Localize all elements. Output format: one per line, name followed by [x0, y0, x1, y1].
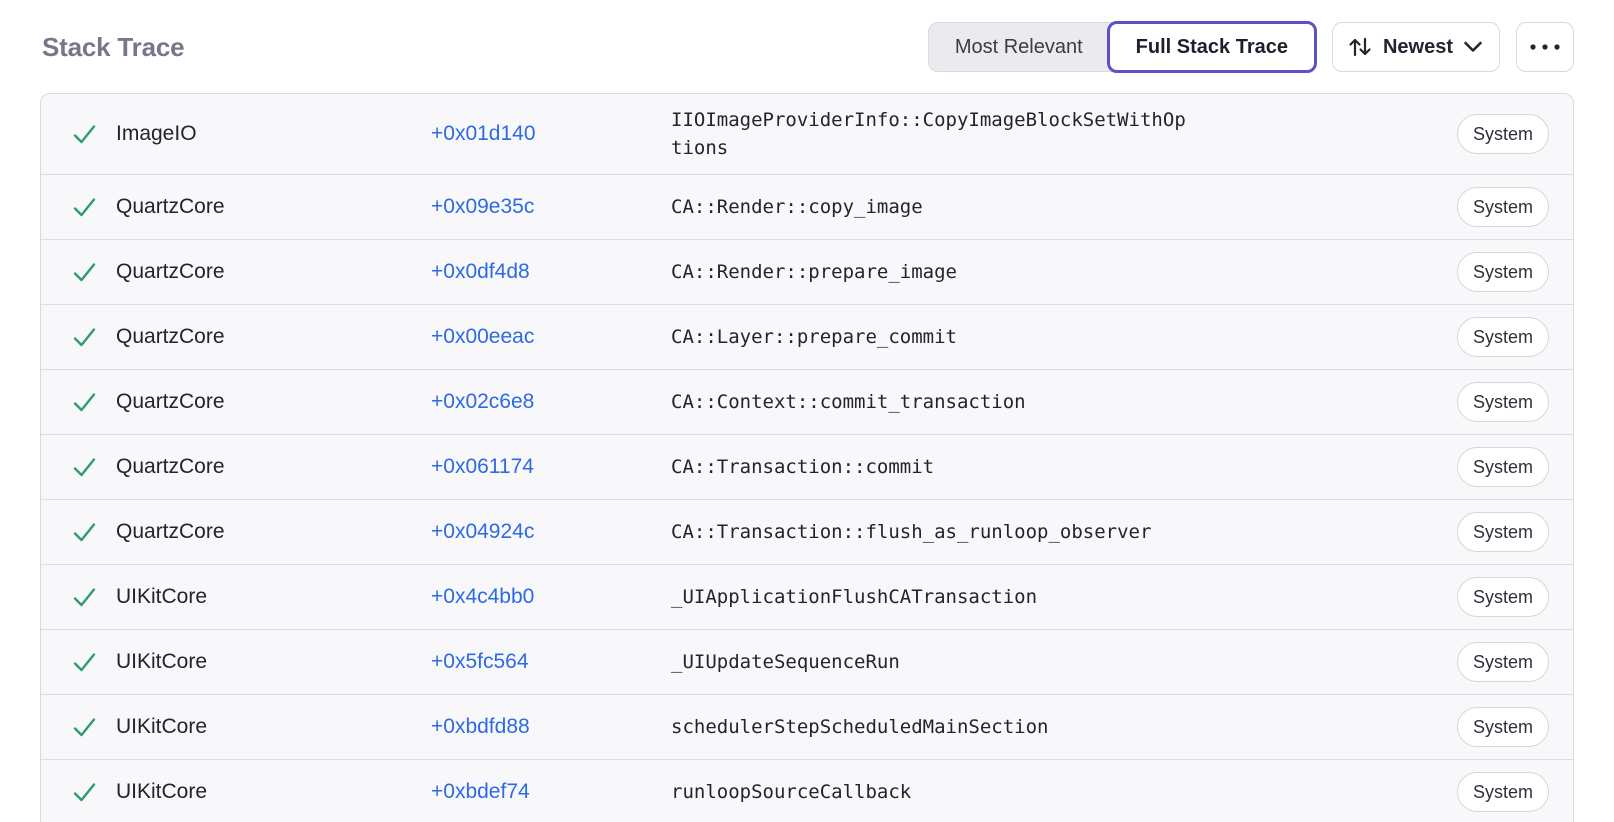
check-icon [71, 324, 98, 351]
frame-status-badge: System [1456, 642, 1549, 682]
check-icon [71, 714, 98, 741]
sort-arrows-icon [1347, 34, 1373, 60]
sort-button[interactable]: Newest [1331, 22, 1500, 72]
stack-frame-row[interactable]: QuartzCore +0x04924c CA::Transaction::fl… [41, 499, 1573, 564]
frame-status-badge: System [1456, 512, 1549, 552]
frame-function: _UIApplicationFlushCATransaction [671, 586, 1038, 608]
frame-status-badge: System [1456, 114, 1549, 154]
frame-module: UIKitCore [116, 585, 208, 608]
frame-status-badge: System [1456, 772, 1549, 812]
check-icon [71, 584, 98, 611]
frame-status-badge: System [1456, 447, 1549, 487]
check-icon [71, 259, 98, 286]
stack-frame-row[interactable]: QuartzCore +0x061174 CA::Transaction::co… [41, 434, 1573, 499]
check-icon [71, 519, 98, 546]
check-icon [71, 194, 98, 221]
frame-module: QuartzCore [116, 325, 225, 348]
stack-trace-table: ImageIO +0x01d140 IIOImageProviderInfo::… [40, 93, 1574, 822]
frame-offset-link[interactable]: +0x02c6e8 [431, 390, 535, 413]
stack-frame-row[interactable]: QuartzCore +0x02c6e8 CA::Context::commit… [41, 369, 1573, 434]
frame-function: CA::Layer::prepare_commit [671, 326, 957, 348]
stack-frame-row[interactable]: QuartzCore +0x0df4d8 CA::Render::prepare… [41, 239, 1573, 304]
frame-offset-link[interactable]: +0x01d140 [431, 122, 536, 145]
check-icon [71, 121, 98, 148]
frame-function: schedulerStepScheduledMainSection [671, 716, 1049, 738]
ellipsis-icon [1530, 44, 1560, 50]
frame-module: UIKitCore [116, 715, 208, 738]
more-options-button[interactable] [1516, 22, 1574, 72]
frame-module: UIKitCore [116, 780, 208, 803]
full-stack-trace-button[interactable]: Full Stack Trace [1106, 21, 1317, 73]
frame-module: QuartzCore [116, 260, 225, 283]
header-controls: Most Relevant Full Stack Trace Newest [927, 21, 1574, 73]
frame-status-badge: System [1456, 317, 1549, 357]
check-icon [71, 389, 98, 416]
frame-module: QuartzCore [116, 520, 225, 543]
frame-offset-link[interactable]: +0x09e35c [431, 195, 535, 218]
page-title: Stack Trace [42, 31, 185, 62]
frame-offset-link[interactable]: +0x00eeac [431, 325, 535, 348]
stack-frame-row[interactable]: UIKitCore +0xbdef74 runloopSourceCallbac… [41, 759, 1573, 822]
frame-module: ImageIO [116, 122, 197, 145]
frame-offset-link[interactable]: +0xbdfd88 [431, 715, 530, 738]
frame-offset-link[interactable]: +0x061174 [431, 455, 534, 478]
view-toggle: Most Relevant Full Stack Trace [927, 21, 1317, 73]
sort-label: Newest [1382, 35, 1453, 58]
frame-function: CA::Context::commit_transaction [671, 391, 1026, 413]
check-icon [71, 649, 98, 676]
stack-frame-row[interactable]: QuartzCore +0x00eeac CA::Layer::prepare_… [41, 304, 1573, 369]
frame-function: CA::Render::copy_image [671, 196, 923, 218]
stack-frame-row[interactable]: UIKitCore +0x4c4bb0 _UIApplicationFlushC… [41, 564, 1573, 629]
check-icon [71, 454, 98, 481]
frame-status-badge: System [1456, 707, 1549, 747]
frame-module: QuartzCore [116, 455, 225, 478]
frame-status-badge: System [1456, 187, 1549, 227]
frame-offset-link[interactable]: +0x5fc564 [431, 650, 529, 673]
frame-function: runloopSourceCallback [671, 781, 912, 803]
stack-frame-row[interactable]: UIKitCore +0x5fc564 _UIUpdateSequenceRun… [41, 629, 1573, 694]
chevron-down-icon [1463, 40, 1483, 54]
frame-function: CA::Transaction::flush_as_runloop_observ… [671, 521, 1152, 543]
check-icon [71, 779, 98, 806]
frame-module: QuartzCore [116, 195, 225, 218]
frame-status-badge: System [1456, 382, 1549, 422]
frame-module: UIKitCore [116, 650, 208, 673]
frame-function: _UIUpdateSequenceRun [671, 651, 900, 673]
frame-status-badge: System [1456, 577, 1549, 617]
panel-header: Stack Trace Most Relevant Full Stack Tra… [0, 0, 1614, 73]
frame-offset-link[interactable]: +0xbdef74 [431, 780, 530, 803]
frame-offset-link[interactable]: +0x0df4d8 [431, 260, 530, 283]
frame-function: CA::Render::prepare_image [671, 261, 957, 283]
stack-frame-row[interactable]: QuartzCore +0x09e35c CA::Render::copy_im… [41, 174, 1573, 239]
frame-function: IIOImageProviderInfo::CopyImageBlockSetW… [671, 109, 1186, 159]
most-relevant-button[interactable]: Most Relevant [929, 23, 1109, 71]
frame-module: QuartzCore [116, 390, 225, 413]
stack-frame-row[interactable]: ImageIO +0x01d140 IIOImageProviderInfo::… [41, 94, 1573, 174]
frame-offset-link[interactable]: +0x4c4bb0 [431, 585, 535, 608]
frame-status-badge: System [1456, 252, 1549, 292]
frame-function: CA::Transaction::commit [671, 456, 935, 478]
stack-frame-row[interactable]: UIKitCore +0xbdfd88 schedulerStepSchedul… [41, 694, 1573, 759]
frame-offset-link[interactable]: +0x04924c [431, 520, 535, 543]
